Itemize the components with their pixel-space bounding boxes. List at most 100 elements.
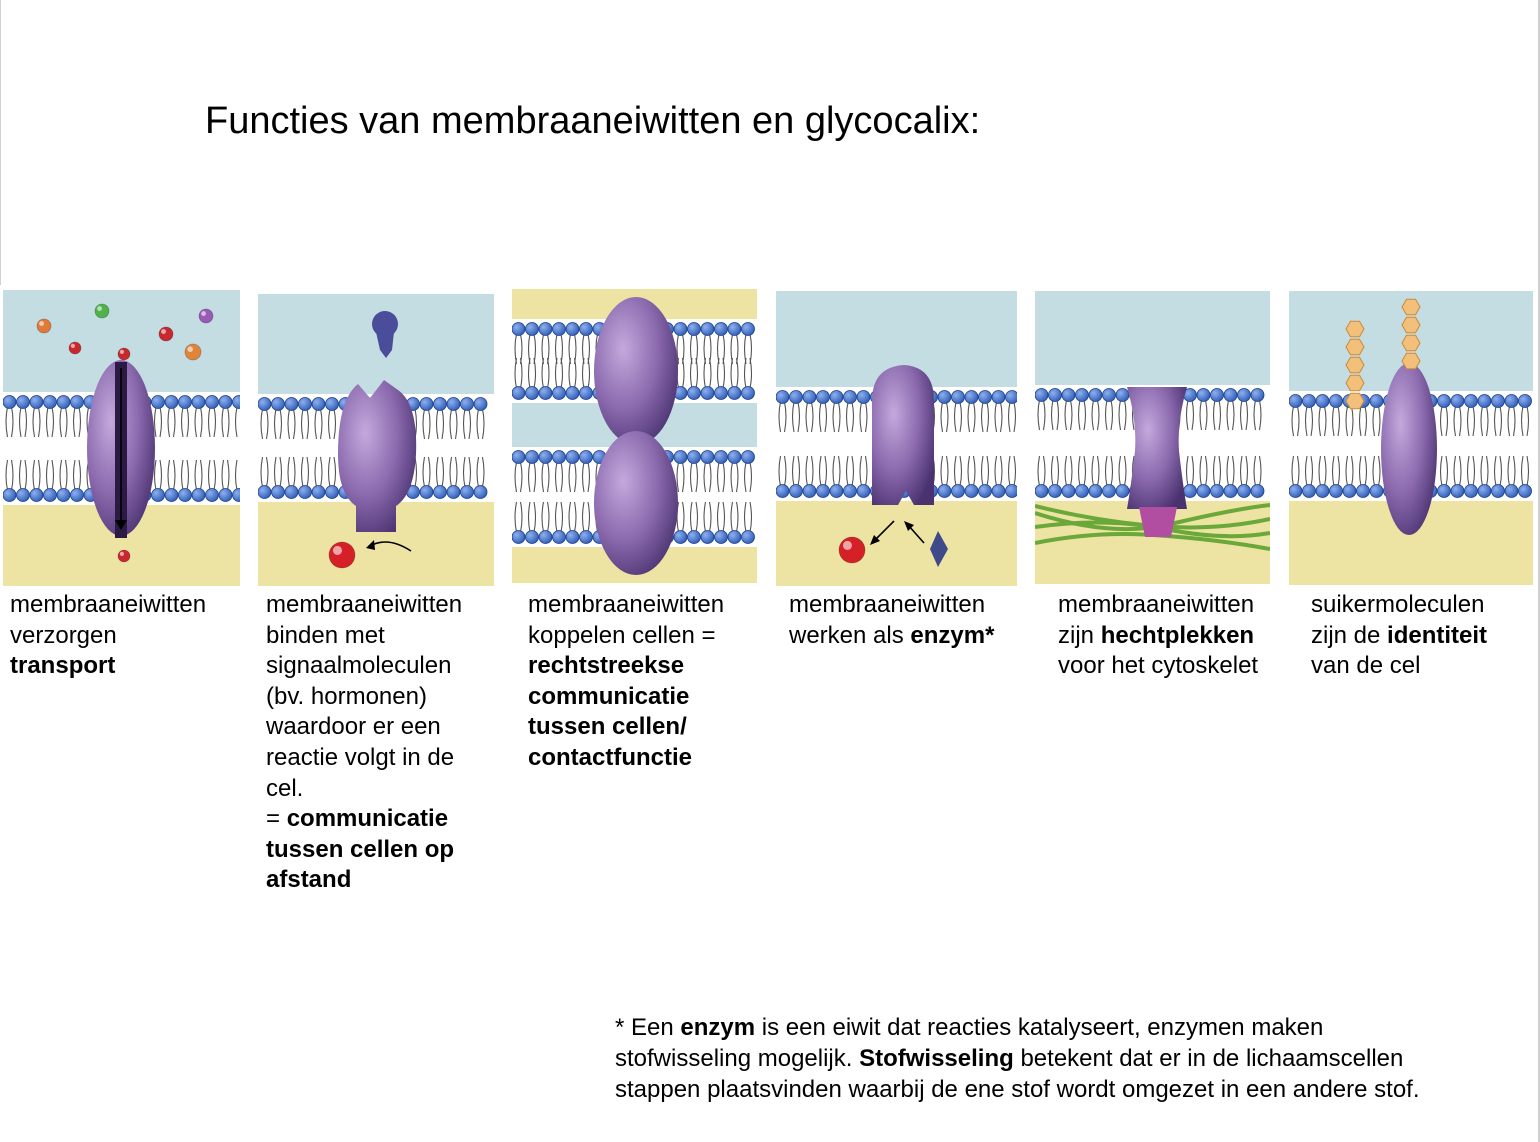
lipid-tail	[568, 461, 577, 493]
caption-bold-text: tussen cellen/	[528, 713, 687, 741]
caption-text: =	[266, 805, 287, 833]
lipid-tail	[980, 401, 990, 433]
lipid-head	[579, 322, 593, 336]
lipid-head	[1329, 484, 1343, 498]
lipid-tail	[194, 459, 203, 491]
lipid-head	[991, 390, 1006, 404]
lipid-head	[512, 450, 526, 464]
lipid-head	[271, 485, 285, 499]
enzyme-illustration	[776, 291, 1017, 586]
lipid-head	[1464, 484, 1478, 498]
caption-line: contactfunctie	[528, 743, 724, 774]
lipid-head	[964, 484, 979, 498]
lipid-tail	[221, 459, 230, 491]
lipid-tail	[1037, 455, 1046, 487]
lipid-head	[1315, 484, 1330, 498]
caption-line: waardoor er een	[266, 712, 462, 743]
lipid-tail	[1493, 455, 1503, 487]
lipid-tail	[1466, 455, 1476, 487]
lipid-tail	[716, 357, 726, 389]
lipid-tail	[743, 501, 753, 533]
lipid-head	[1356, 484, 1370, 498]
caption-line: afstand	[266, 865, 462, 896]
lipid-head	[178, 395, 192, 409]
lipid-tail	[1304, 455, 1314, 487]
lipid-head	[1102, 388, 1116, 402]
lipid-head	[284, 485, 299, 499]
lipid-tail	[1331, 405, 1341, 437]
lipid-head	[951, 484, 965, 498]
lipid-head	[789, 390, 803, 404]
transported-molecule-shine	[119, 551, 124, 556]
caption-bold-text: tussen cellen op	[266, 835, 455, 863]
lipid-head	[714, 530, 728, 544]
lipid-head	[1210, 388, 1224, 402]
caption-line: werken als enzym*	[789, 621, 994, 652]
footnote-bold-text: enzym	[680, 1014, 756, 1041]
lipid-head	[816, 484, 830, 498]
glycoprotein	[1381, 363, 1437, 535]
caption-text: van de cel	[1311, 652, 1421, 680]
solute-molecule-shine	[119, 349, 124, 354]
lipid-head	[727, 322, 742, 336]
lipid-tail	[449, 456, 458, 488]
lipid-tail	[1372, 455, 1381, 487]
caption-bold-text: transport	[10, 652, 116, 680]
lipid-tail	[1064, 399, 1073, 431]
lipid-head	[1518, 484, 1532, 498]
lipid-tail	[260, 408, 269, 440]
page-right-edge	[1538, 0, 1540, 1142]
lipid-head	[433, 485, 447, 499]
lipid-head	[816, 390, 830, 404]
lipid-tail	[476, 408, 485, 440]
lipid-head	[473, 397, 488, 411]
lipid-tail	[287, 456, 296, 488]
lipid-head	[741, 450, 755, 464]
response-molecule	[328, 541, 356, 569]
lipid-tail	[791, 401, 801, 433]
lipid-head	[538, 322, 553, 336]
lipid-head	[741, 530, 755, 544]
solute-molecule-shine	[70, 343, 75, 348]
lipid-head	[1437, 484, 1451, 498]
lipid-head	[673, 450, 688, 464]
lipid-head	[829, 390, 844, 404]
lipid-tail	[1226, 399, 1235, 431]
lipid-head	[311, 397, 326, 411]
lipid-head	[3, 395, 17, 409]
caption-text: binden met	[266, 621, 385, 649]
lipid-tail	[527, 357, 537, 389]
footnote-text: is een eiwit dat reacties katalyseert, e…	[755, 1014, 1324, 1041]
lipid-head	[565, 322, 580, 336]
lipid-tail	[568, 501, 577, 533]
lipid-tail	[541, 461, 550, 493]
lipid-tail	[716, 501, 726, 533]
lipid-tail	[207, 459, 217, 491]
caption-text: cel.	[266, 774, 304, 802]
footnote-text: stappen plaatsvinden waarbij de ene stof…	[615, 1076, 1420, 1103]
caption-line: koppelen cellen =	[528, 621, 724, 652]
signal-molecule	[372, 311, 398, 337]
lipid-head	[687, 450, 701, 464]
anchor-protein	[1127, 387, 1187, 509]
lipid-head	[856, 390, 871, 404]
lipid-tail	[435, 456, 445, 488]
lipid-tail	[527, 501, 537, 533]
lipid-tail	[967, 401, 976, 433]
lipid-tail	[1304, 405, 1314, 437]
lipid-head	[1477, 394, 1492, 408]
lipid-tail	[5, 406, 14, 438]
caption-bold-text: rechtstreekse	[528, 652, 685, 680]
lipid-head	[802, 390, 817, 404]
lipid-tail	[778, 401, 787, 433]
lipid-tail	[859, 401, 868, 433]
caption-text: reactie volgt in de	[266, 743, 455, 771]
lipid-tail	[153, 459, 163, 491]
lipid-head	[1183, 484, 1197, 498]
caption-text: signaalmoleculen	[266, 652, 452, 680]
lipid-tail	[980, 455, 990, 487]
caption-bold-text: identiteit	[1387, 621, 1488, 649]
lipid-head	[325, 485, 339, 499]
lipid-head	[525, 322, 539, 336]
